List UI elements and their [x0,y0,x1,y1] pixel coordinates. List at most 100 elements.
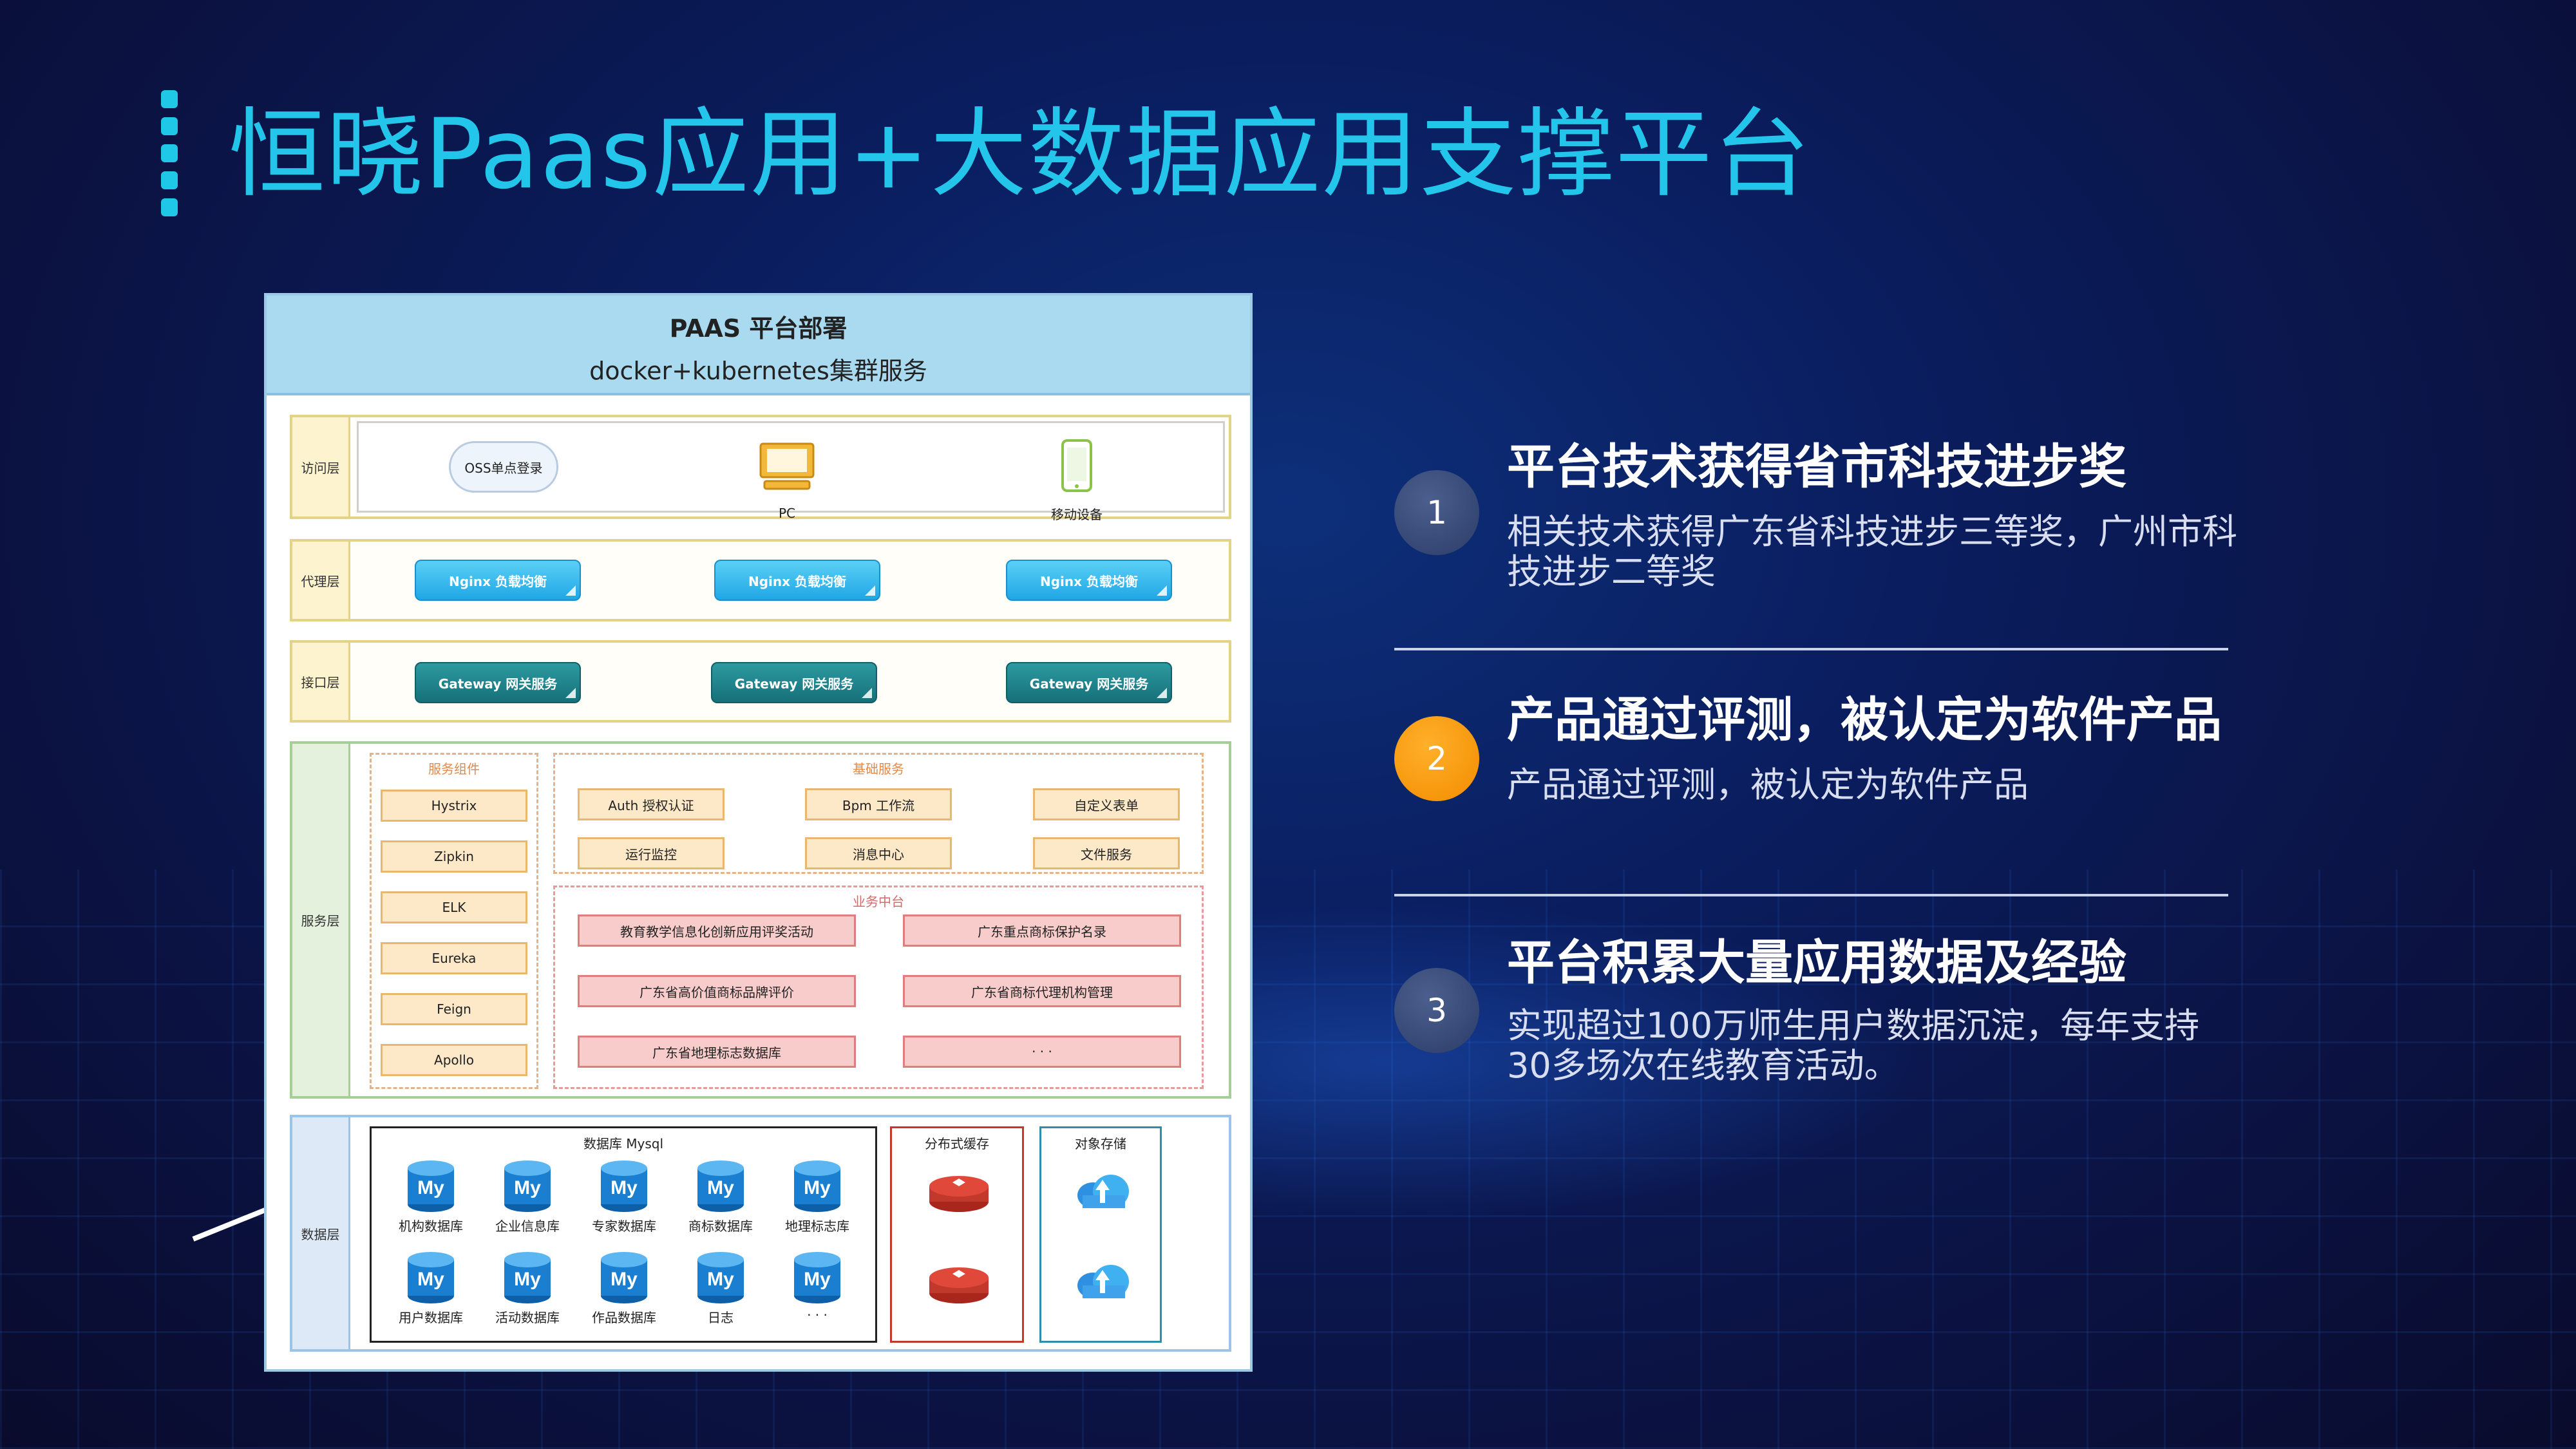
database-label: · · · [807,1307,828,1323]
component-item: Eureka [381,942,527,974]
diagram-subtitle: docker+kubernetes集群服务 [589,357,927,385]
database-item: My 企业信息库 [482,1157,573,1234]
layer-label: 代理层 [292,542,350,619]
gateway-node: Gateway 网关服务 [711,662,877,703]
biz-item: 广东省地理标志数据库 [578,1036,856,1068]
pc-icon [759,442,815,490]
cache-title: 分布式缓存 [925,1136,989,1151]
svg-text:My: My [707,1177,734,1198]
badge-3: 3 [1394,968,1479,1053]
svg-text:My: My [417,1177,444,1198]
nginx-node: Nginx 负载均衡 [1006,560,1172,601]
biz-item: 教育教学信息化创新应用评奖活动 [578,914,856,947]
mysql-icon: My [794,1160,840,1212]
pc-label: PC [778,506,796,521]
object-title: 对象存储 [1075,1136,1126,1151]
database-item: My 活动数据库 [482,1248,573,1325]
cloud-storage-icon [1077,1265,1129,1298]
mysql-icon: My [408,1160,454,1212]
service-components-box: 服务组件 Hystrix Zipkin ELK Eureka Feign Apo… [370,753,538,1089]
svg-text:My: My [514,1177,541,1198]
access-layer: 访问层 OSS单点登录 PC 移动设备 [290,415,1231,522]
mobile-icon [1061,439,1092,492]
highlight-title-3: 平台积累大量应用数据及经验 [1507,935,2126,990]
mysql-title: 数据库 Mysql [583,1136,664,1151]
highlight-desc-3: 实现超过100万师生用户数据沉淀，每年支持30多场次在线教育活动。 [1507,1005,2200,1086]
biz-item: 广东重点商标保护名录 [903,914,1181,947]
diagram-header: PAAS 平台部署 docker+kubernetes集群服务 [267,296,1250,395]
base-service-item: 自定义表单 [1033,788,1180,820]
biz-item: 广东省高价值商标品牌评价 [578,975,856,1007]
mysql-icon: My [794,1252,840,1303]
database-label: 活动数据库 [495,1310,560,1325]
database-label: 商标数据库 [688,1218,753,1234]
database-item: My 日志 [676,1248,766,1325]
database-label: 日志 [708,1310,734,1325]
database-item: My 用户数据库 [386,1248,476,1325]
base-service-item: 运行监控 [578,837,724,869]
database-item: My 作品数据库 [579,1248,669,1325]
highlight-title-1: 平台技术获得省市科技进步奖 [1507,439,2126,495]
layer-label: 接口层 [292,643,350,720]
cloud-storage-icon [1077,1175,1129,1208]
oss-label: OSS单点登录 [464,460,543,476]
component-item: Hystrix [381,790,527,822]
svg-text:My: My [707,1269,734,1290]
svg-text:My: My [804,1177,831,1198]
nginx-node: Nginx 负载均衡 [415,560,581,601]
base-service-item: 文件服务 [1033,837,1180,869]
badge-2: 2 [1394,716,1479,801]
diagram-title: PAAS 平台部署 [669,314,848,343]
component-item: Zipkin [381,840,527,873]
svg-text:My: My [611,1177,638,1198]
biz-item: · · · [903,1036,1181,1068]
database-label: 作品数据库 [592,1310,656,1325]
base-service-item: Auth 授权认证 [578,788,724,820]
component-item: Apollo [381,1044,527,1076]
base-service-item: 消息中心 [805,837,952,869]
component-item: Feign [381,993,527,1025]
proxy-layer: 代理层 Nginx 负载均衡 Nginx 负载均衡 Nginx 负载均衡 [290,539,1231,621]
architecture-diagram: PAAS 平台部署 docker+kubernetes集群服务 访问层 OSS单… [264,293,1253,1372]
svg-text:My: My [417,1269,444,1290]
svg-text:My: My [611,1269,638,1290]
service-layer: 服务层 服务组件 Hystrix Zipkin ELK Eureka Feign… [290,741,1231,1099]
separator [1394,648,2228,650]
highlight-title-2: 产品通过评测，被认定为软件产品 [1507,692,2222,748]
redis-icon [929,1176,989,1212]
separator [1394,894,2228,896]
components-title: 服务组件 [428,761,480,777]
base-service-item: Bpm 工作流 [805,788,952,820]
mysql-icon: My [697,1160,744,1212]
mysql-icon: My [504,1160,551,1212]
database-label: 企业信息库 [495,1218,560,1234]
mysql-icon: My [408,1252,454,1303]
mysql-icon: My [504,1252,551,1303]
mysql-icon: My [697,1252,744,1303]
base-services-box: 基础服务 Auth 授权认证 Bpm 工作流 自定义表单 运行监控 消息中心 文… [553,753,1204,874]
component-item: ELK [381,891,527,923]
svg-text:My: My [514,1269,541,1290]
access-box: OSS单点登录 PC 移动设备 [357,421,1225,522]
highlight-desc-1: 相关技术获得广东省科技进步三等奖，广州市科技进步二等奖 [1507,511,2237,592]
cache-box: 分布式缓存 [890,1126,1024,1343]
badge-1: 1 [1394,470,1479,555]
biz-title: 业务中台 [853,894,904,909]
interface-layer: 接口层 Gateway 网关服务 Gateway 网关服务 Gateway 网关… [290,640,1231,723]
business-middle-box: 业务中台 教育教学信息化创新应用评奖活动 广东重点商标保护名录 广东省高价值商标… [553,886,1204,1089]
database-item: My 商标数据库 [676,1157,766,1234]
database-label: 用户数据库 [399,1310,463,1325]
mysql-icon: My [601,1252,647,1303]
nginx-node: Nginx 负载均衡 [714,560,880,601]
oss-cloud: OSS单点登录 [449,441,558,493]
mysql-icon: My [601,1160,647,1212]
gateway-node: Gateway 网关服务 [1006,662,1172,703]
mobile-label: 移动设备 [1051,507,1103,522]
highlight-desc-2: 产品通过评测，被认定为软件产品 [1507,764,2029,805]
layer-label: 数据层 [292,1117,350,1349]
object-storage-box: 对象存储 [1039,1126,1162,1343]
